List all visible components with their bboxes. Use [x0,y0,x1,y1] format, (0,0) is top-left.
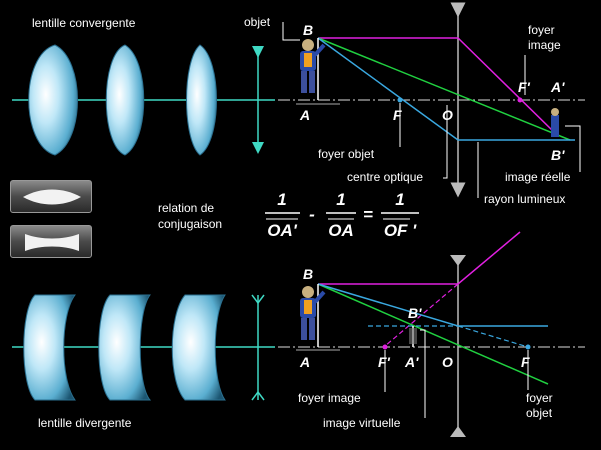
ray-center-green-bottom [317,283,549,385]
label-centre-optique: centre optique [347,170,423,184]
point-Fp-bottom [382,344,388,350]
converging-lens-3 [186,44,217,156]
point-label-Fp-bottom: F' [378,354,391,370]
formula-den2: OA [328,221,354,240]
divergent-lens-shape-icon [25,234,79,251]
formula-equals: = [363,205,373,224]
point-Fp-top [517,97,523,103]
formula-num2: 1 [336,190,345,209]
point-label-A-bottom: A [299,354,310,370]
label-relation-line1: relation de [158,201,214,215]
formula-den1: OA' [267,221,298,240]
point-label-F-top: F [393,107,402,123]
ray-diagram-converging: B A F O F' A' B' objet foyer image foyer… [244,2,585,206]
leader-objet [282,22,300,41]
convergent-lens-shape-icon [23,189,81,205]
convergent-lens-thumbnail-button[interactable] [10,180,92,213]
div-arrow-top [450,255,466,266]
point-F-bottom [525,344,531,350]
label-foyer-objet-top: foyer objet [318,147,375,161]
leader-image-reelle [565,125,581,172]
label-rayon-lumineux: rayon lumineux [484,192,565,206]
divergent-tip-bottom [251,390,265,401]
image-figure-icon [551,108,559,137]
point-label-F-bottom: F [521,354,530,370]
label-foyer-objet-bottom-line1: foyer [526,391,553,405]
diverging-lens-3 [171,294,226,401]
divergent-lens-thumbnail-button[interactable] [10,225,92,258]
label-foyer-image-line1: foyer [528,23,555,37]
label-foyer-image-line2: image [528,38,561,52]
diverging-lens-1 [23,294,76,401]
virtual-image-figure-icon [409,328,417,344]
point-label-Ap-top: A' [550,79,565,95]
label-image-virtuelle: image virtuelle [323,416,401,430]
ray-focus-blue [317,37,575,141]
div-arrow-bottom [450,426,466,437]
point-label-B-top: B [303,22,313,38]
point-label-A-top: A [299,107,310,123]
formula-num1: 1 [277,190,286,209]
formula-num3: 1 [395,190,404,209]
boy-figure-bottom-icon [300,286,326,340]
leader-centre-optique [443,105,448,179]
label-foyer-image-bottom: foyer image [298,391,361,405]
label-lentille-divergente: lentille divergente [38,416,132,430]
label-objet: objet [244,15,271,29]
boy-figure-icon [300,39,326,93]
point-label-B-bottom: B [303,266,313,282]
point-label-Fp-top: F' [518,79,531,95]
ray-diagram-diverging: B B' A F' A' O F foyer image image virtu… [278,231,585,437]
label-lentille-convergente: lentille convergente [32,16,136,30]
formula-minus: - [309,205,315,224]
ray-center-green [317,37,571,141]
conjugation-formula: 1 OA' - 1 OA = 1 OF ' [265,190,419,240]
label-image-reelle: image réelle [505,170,571,184]
point-label-O-bottom: O [442,354,453,370]
divergent-tip-top [251,294,265,305]
point-label-Ap-bottom: A' [404,354,419,370]
leader-image-virtuelle [420,329,426,418]
label-foyer-objet-bottom-line2: objet [526,406,553,420]
point-label-Bp-top: B' [551,147,565,163]
ray-blue-to-F [457,325,529,348]
label-relation-line2: conjugaison [158,217,222,231]
formula-den3: OF ' [384,221,417,240]
point-F-top [397,97,403,103]
diverging-lens-2 [98,294,152,401]
ray-parallel-pink [318,37,556,134]
converging-lens-1 [28,44,78,156]
converging-lens-2 [105,44,145,156]
point-label-Bp-bottom: B' [408,305,422,321]
